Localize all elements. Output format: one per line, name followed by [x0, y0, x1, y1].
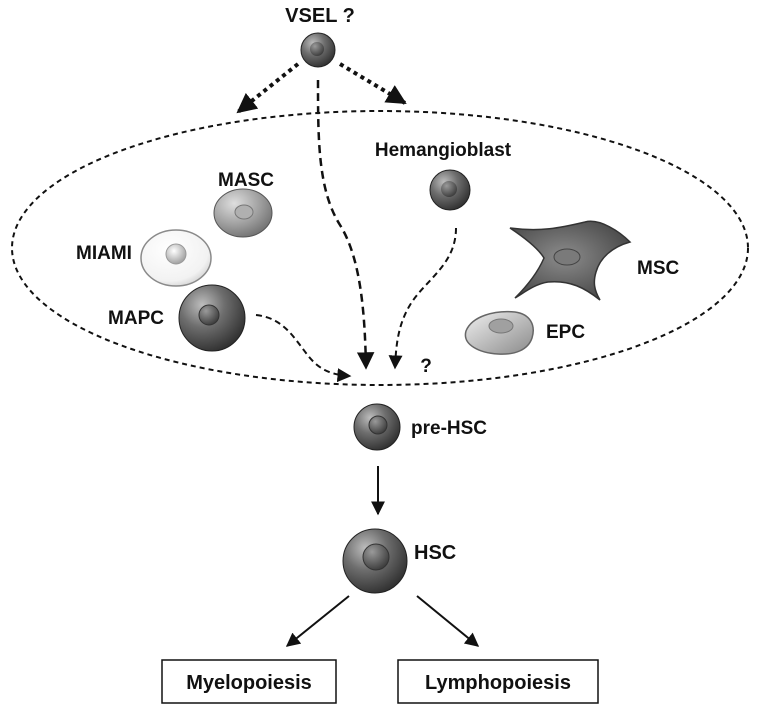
myelopoiesis-label: Myelopoiesis [186, 672, 312, 694]
masc-label: MASC [218, 170, 274, 191]
hsc-label: HSC [414, 542, 456, 564]
mapc-label: MAPC [108, 308, 164, 329]
msc-label: MSC [637, 258, 680, 279]
lymphopoiesis-label: Lymphopoiesis [425, 672, 571, 694]
pre-hsc-label: pre-HSC [411, 418, 487, 439]
epc-cell [464, 310, 534, 355]
vsel-label: VSEL ? [285, 5, 355, 27]
hemangioblast-cell [429, 169, 471, 211]
hemangioblast-to-prehsc-arrow [388, 227, 457, 370]
miami-label: MIAMI [76, 243, 132, 264]
population-ellipse [11, 110, 749, 386]
vsel-to-prehsc-arrow [316, 79, 375, 370]
uncertain-marker: ? [420, 356, 432, 377]
hsc-to-lymphopoiesis-arrow [416, 595, 480, 647]
vsel-arrow-left [236, 62, 300, 114]
masc-cell [213, 188, 273, 238]
myelopoiesis-box: Myelopoiesis [161, 659, 337, 704]
hsc-to-myelopoiesis-arrow [285, 595, 350, 647]
miami-cell [140, 229, 212, 287]
epc-label: EPC [546, 322, 585, 343]
mapc-to-prehsc-arrow [255, 314, 352, 383]
pre-hsc-cell [353, 403, 401, 451]
hemangioblast-label: Hemangioblast [375, 140, 512, 161]
vsel-arrow-right [338, 62, 407, 105]
msc-cell [509, 220, 632, 301]
lymphopoiesis-box: Lymphopoiesis [397, 659, 599, 704]
mapc-cell [178, 284, 246, 352]
vsel-cell [300, 32, 336, 68]
hsc-cell [342, 528, 408, 594]
